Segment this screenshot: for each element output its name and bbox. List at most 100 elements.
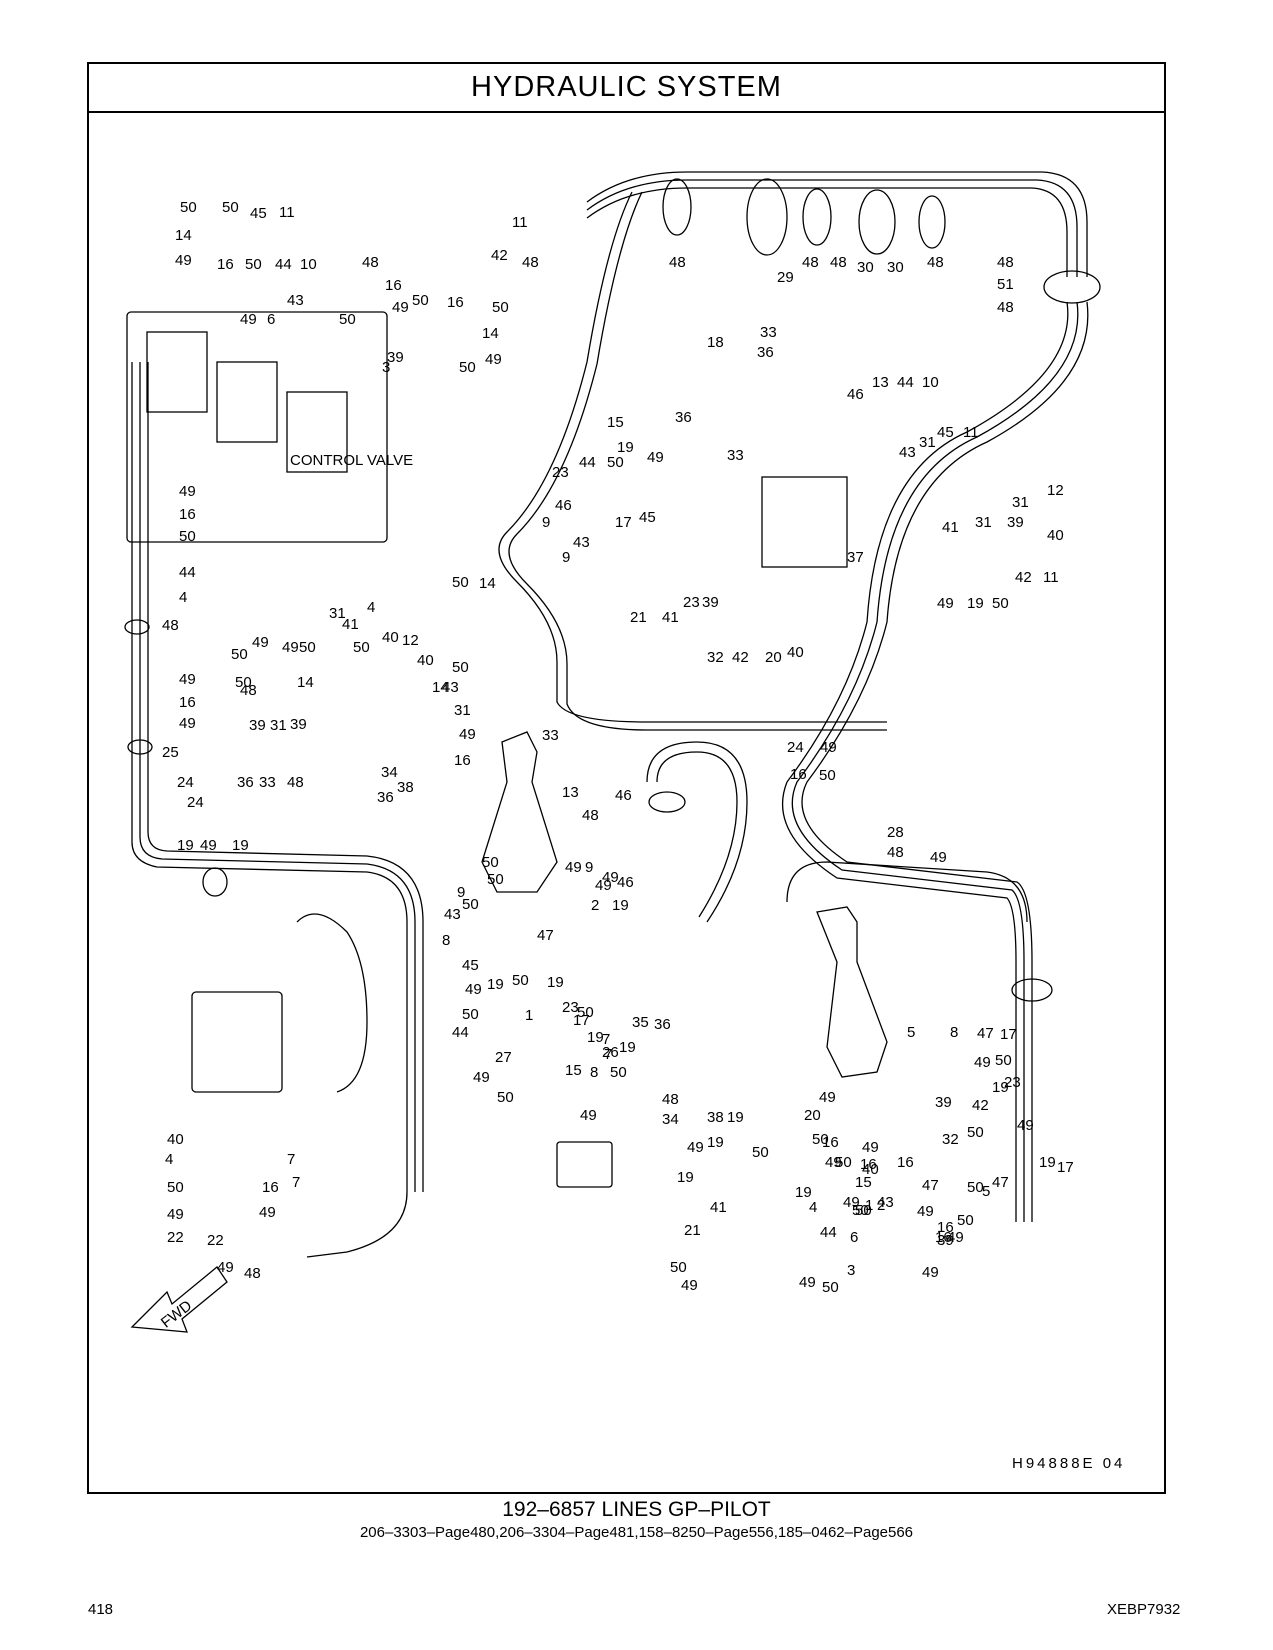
figure-references: 206–3303–Page480,206–3304–Page481,158–82…	[359, 1524, 914, 1541]
clamp-ring	[858, 189, 896, 255]
part-callout: 44	[897, 374, 914, 391]
part-callout: 14	[297, 674, 314, 691]
hose-loop-center	[508, 191, 887, 731]
part-callout: 50	[245, 256, 262, 273]
part-callout: 22	[207, 1232, 224, 1249]
part-callout: 50	[992, 595, 1009, 612]
hose-joystick-right	[786, 861, 1028, 923]
part-callout: 11	[1043, 569, 1059, 586]
part-callout: 50	[452, 659, 469, 676]
part-callout: 10	[922, 374, 939, 391]
part-callout: 30	[857, 259, 874, 276]
part-callout: 48	[830, 254, 847, 271]
part-callout: 46	[615, 787, 632, 804]
part-callout: 47	[537, 927, 554, 944]
control-valve-label: CONTROL VALVE	[290, 452, 413, 469]
page-number: 418	[88, 1601, 114, 1618]
joystick-right	[816, 906, 888, 1078]
control-valve-section	[286, 391, 348, 473]
part-callout: 17	[615, 514, 632, 531]
part-callout: 48	[802, 254, 819, 271]
part-callout: 50	[353, 639, 370, 656]
part-callout: 24	[787, 739, 804, 756]
diagram-frame: HYDRAULIC SYSTEM	[87, 62, 1166, 1494]
part-callout: 49	[179, 483, 196, 500]
hose-bundle-left	[139, 362, 416, 1192]
part-callout: 48	[997, 254, 1014, 271]
part-callout: 33	[727, 447, 744, 464]
part-callout: 50	[577, 1004, 594, 1021]
part-callout: 50	[459, 359, 476, 376]
part-callout: 19	[487, 976, 504, 993]
part-callout: 41	[710, 1199, 727, 1216]
part-callout: 50	[822, 1279, 839, 1296]
part-callout: 49	[647, 449, 664, 466]
part-callout: 33	[760, 324, 777, 341]
hose-bundle-top	[586, 187, 1068, 277]
part-callout: 29	[777, 269, 794, 286]
part-callout: 9	[562, 549, 570, 566]
hose-joystick	[646, 741, 748, 923]
part-callout: 34	[662, 1111, 679, 1128]
part-callout: 43	[899, 444, 916, 461]
part-callout: 50	[967, 1179, 984, 1196]
part-callout: 42	[972, 1097, 989, 1114]
part-callout: 14	[482, 325, 499, 342]
part-callout: 19	[677, 1169, 694, 1186]
part-callout: 43	[573, 534, 590, 551]
clamp-ring	[202, 867, 228, 897]
part-callout: 50	[167, 1179, 184, 1196]
part-callout: 16	[897, 1154, 914, 1171]
part-callout: 44	[179, 564, 196, 581]
part-callout: 50	[607, 454, 624, 471]
part-callout: 50	[835, 1154, 852, 1171]
part-callout: 16	[860, 1156, 877, 1173]
part-callout: 50	[462, 1006, 479, 1023]
part-callout: 40	[862, 1161, 879, 1178]
part-callout: 2	[877, 1197, 885, 1214]
part-callout: 40	[787, 644, 804, 661]
part-callout: 4	[809, 1199, 817, 1216]
part-callout: 7	[287, 1151, 295, 1168]
fwd-arrow	[130, 1266, 228, 1333]
part-callout: 44	[452, 1024, 469, 1041]
part-callout: 1	[865, 1197, 873, 1214]
part-callout: 49	[240, 311, 257, 328]
part-callout: 24	[177, 774, 194, 791]
part-callout: 50	[231, 646, 248, 663]
part-callout: 46	[847, 386, 864, 403]
part-callout: 23	[683, 594, 700, 611]
part-callout: 16	[447, 294, 464, 311]
part-callout: 16	[822, 1134, 839, 1151]
part-callout: 9	[542, 514, 550, 531]
part-callout: 49	[200, 837, 217, 854]
part-callout: 50	[752, 1144, 769, 1161]
part-callout: 50	[299, 639, 316, 656]
part-callout: 47	[922, 1177, 939, 1194]
clamp-ring	[1043, 270, 1101, 304]
part-callout: 49	[947, 1229, 964, 1246]
part-callout: 31	[1012, 494, 1029, 511]
part-callout: 48	[162, 617, 179, 634]
part-callout: 19	[967, 595, 984, 612]
part-callout: 50	[852, 1202, 869, 1219]
part-callout: 16	[385, 277, 402, 294]
part-callout: 49	[917, 1203, 934, 1220]
part-callout: 16	[454, 752, 471, 769]
hose-bundle-top	[586, 179, 1078, 277]
part-callout: 48	[927, 254, 944, 271]
part-callout: 49	[282, 639, 299, 656]
clamp-ring	[918, 195, 946, 249]
hose-lower	[306, 1191, 408, 1258]
part-callout: 50	[497, 1089, 514, 1106]
fwd-label: FWD	[158, 1297, 196, 1332]
part-callout: 49	[602, 869, 619, 886]
clamp-ring	[127, 739, 153, 755]
part-callout: 23	[552, 464, 569, 481]
part-callout: 16	[179, 506, 196, 523]
part-callout: 49	[595, 877, 612, 894]
hose-joystick	[656, 751, 738, 918]
part-callout: 47	[977, 1025, 994, 1042]
part-callout: 50	[957, 1212, 974, 1229]
